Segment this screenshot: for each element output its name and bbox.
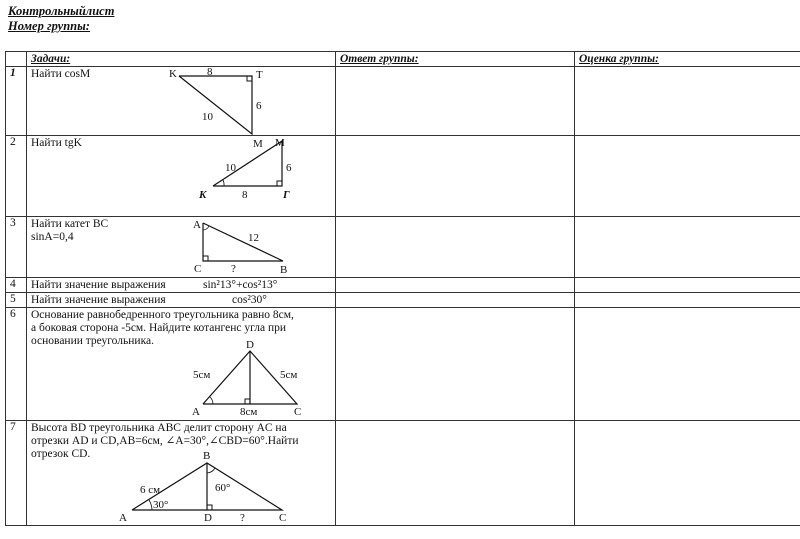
- task-text: Найти tgK: [31, 137, 82, 149]
- table-row: 2 Найти tgK M K Г 10 6 8: [5, 135, 800, 217]
- task-cell: Высота BD треугольника ABC делит сторону…: [26, 420, 336, 526]
- answer-cell[interactable]: [335, 292, 575, 308]
- header-grade: Оценка группы:: [574, 51, 800, 67]
- base-label: 8см: [240, 406, 257, 418]
- task-cell: Найти катет BC sinA=0,4 A C B 12 ?: [26, 216, 336, 278]
- side-dc-label: ?: [240, 512, 245, 524]
- task-cell: Найти cosM K T M 8 10 6: [26, 66, 336, 150]
- task-expression: sin²13°+cos²13°: [203, 279, 278, 291]
- task-number: 7: [5, 420, 27, 526]
- table-row: 4 Найти значение выражения sin²13°+cos²1…: [5, 277, 800, 293]
- vertex-d: D: [246, 339, 254, 351]
- task-text: Найти значение выражения: [31, 294, 166, 306]
- vertex-m: M: [253, 138, 263, 150]
- task-text: Найти cosM: [31, 68, 91, 80]
- table-row: 5 Найти значение выражения cos²30°: [5, 292, 800, 308]
- vertex-k: K: [169, 68, 177, 80]
- table-header-row: Задачи: Ответ группы: Оценка группы:: [5, 51, 800, 67]
- vertex-m: M: [275, 137, 285, 149]
- task-cell: Основание равнобедренного треугольника р…: [26, 307, 336, 421]
- task-expression: cos²30°: [232, 294, 267, 306]
- side-right-label: 5см: [280, 369, 297, 381]
- vertex-t: T: [256, 69, 263, 81]
- vertex-g: Г: [282, 189, 290, 201]
- side-ab-label: 6 см: [140, 484, 160, 496]
- angle-a-label: 30°: [153, 499, 168, 511]
- header-tasks: Задачи:: [26, 51, 336, 67]
- tasks-table: Задачи: Ответ группы: Оценка группы: 1 Н…: [5, 51, 800, 526]
- task-text-line: отрезок CD.: [31, 448, 91, 460]
- triangle-kmg-figure: M K Г 10 6 8: [198, 137, 292, 201]
- task-number: 1: [5, 66, 27, 136]
- vertex-d: D: [204, 512, 212, 524]
- task-number: 2: [5, 135, 27, 217]
- side-ab-label: 12: [248, 232, 259, 244]
- side-tm-label: 6: [256, 100, 262, 112]
- table-row: 1 Найти cosM K T M 8 10 6: [5, 66, 800, 150]
- task-text: Основание равнобедренного треугольника р…: [31, 309, 294, 348]
- answer-cell[interactable]: [335, 66, 575, 136]
- task-number: 4: [5, 277, 27, 293]
- header-answer: Ответ группы:: [335, 51, 575, 67]
- side-kt-label: 8: [207, 66, 213, 78]
- table-row: 7 Высота BD треугольника ABC делит сторо…: [5, 420, 800, 526]
- answer-cell[interactable]: [335, 135, 575, 217]
- table-row: 6 Основание равнобедренного треугольника…: [5, 307, 800, 421]
- side-km-label: 10: [202, 111, 214, 123]
- vertex-c: C: [194, 263, 201, 275]
- header-num-cell: [5, 51, 27, 67]
- side-left-label: 5см: [193, 369, 210, 381]
- task-text-line: sinA=0,4: [31, 231, 74, 243]
- grade-cell[interactable]: [574, 307, 800, 421]
- angle-b-label: 60°: [215, 482, 230, 494]
- side-mg-label: 6: [286, 162, 292, 174]
- task-cell: Найти tgK M K Г 10 6 8: [26, 135, 336, 217]
- answer-cell[interactable]: [335, 277, 575, 293]
- triangle-ktm-figure: K T M 8 10 6: [169, 66, 263, 150]
- task-text-line: Высота BD треугольника ABC делит сторону…: [31, 422, 287, 434]
- table-row: 3 Найти катет BC sinA=0,4 A C B 12 ?: [5, 216, 800, 278]
- isosceles-triangle-figure: D A C 5см 5см 8см: [192, 339, 301, 418]
- side-cb-label: ?: [231, 263, 236, 275]
- task-text: Найти катет BC sinA=0,4: [31, 218, 108, 244]
- side-kg-label: 8: [242, 189, 248, 201]
- grade-cell[interactable]: [574, 66, 800, 136]
- answer-cell[interactable]: [335, 307, 575, 421]
- grade-cell[interactable]: [574, 292, 800, 308]
- vertex-k: K: [198, 189, 207, 201]
- grade-cell[interactable]: [574, 277, 800, 293]
- task-cell: Найти значение выражения cos²30°: [26, 292, 336, 308]
- task-cell: Найти значение выражения sin²13°+cos²13°: [26, 277, 336, 293]
- task-text: Высота BD треугольника ABC делит сторону…: [31, 422, 299, 461]
- triangle-abc-height-figure: B A D C 6 см 30° 60° ?: [119, 450, 286, 524]
- group-number-label: Номер группы:: [8, 19, 90, 33]
- vertex-a: A: [119, 512, 127, 524]
- task-number: 3: [5, 216, 27, 278]
- sheet-title: Контрольныйлист: [8, 4, 115, 18]
- vertex-a: A: [193, 219, 201, 231]
- task-text-line: Найти катет BC: [31, 218, 109, 230]
- task-text-line: отрезки AD и CD,AB=6см, ∠A=30°,∠CBD=60°.…: [31, 435, 299, 447]
- triangle-acb-figure: A C B 12 ?: [193, 219, 287, 276]
- vertex-b: B: [280, 264, 287, 276]
- answer-cell[interactable]: [335, 216, 575, 278]
- vertex-a: A: [192, 406, 200, 418]
- task-text-line: основании треугольника.: [31, 335, 154, 347]
- task-number: 5: [5, 292, 27, 308]
- vertex-c: C: [294, 406, 301, 418]
- side-km-label: 10: [225, 162, 237, 174]
- task-number: 6: [5, 307, 27, 421]
- task-text-line: а боковая сторона -5см. Найдите котанген…: [31, 322, 287, 334]
- vertex-b: B: [203, 450, 210, 462]
- grade-cell[interactable]: [574, 135, 800, 217]
- vertex-c: C: [279, 512, 286, 524]
- answer-cell[interactable]: [335, 420, 575, 526]
- task-text: Найти значение выражения: [31, 279, 166, 291]
- grade-cell[interactable]: [574, 420, 800, 526]
- task-text-line: Основание равнобедренного треугольника р…: [31, 309, 294, 321]
- grade-cell[interactable]: [574, 216, 800, 278]
